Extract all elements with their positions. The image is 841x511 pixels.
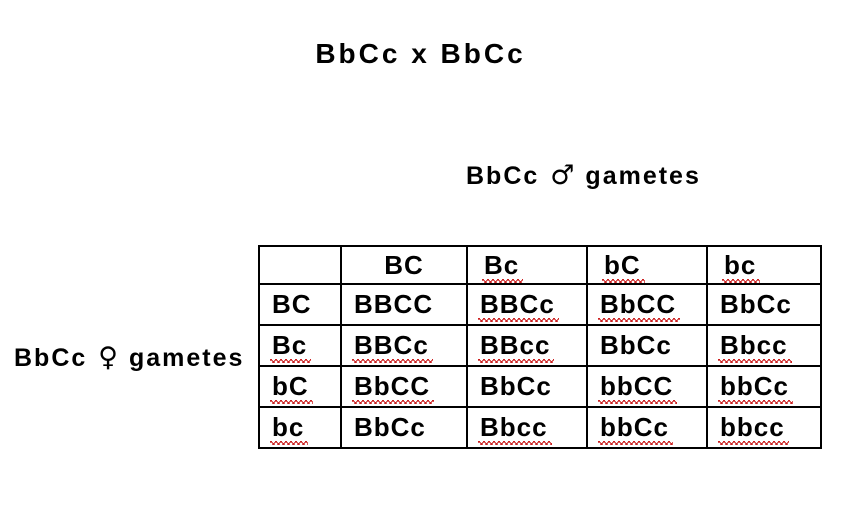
genotype-cell-text: bbcc — [718, 412, 789, 445]
gamete-row-header-text: bc — [269, 412, 309, 445]
genotype-cell: Bbcc — [466, 406, 588, 449]
genotype-cell-text: BbCc — [600, 330, 672, 360]
genotype-cell-text: bbCC — [597, 371, 678, 404]
genotype-cell: BBcc — [466, 324, 588, 367]
gamete-row-header: BC — [258, 283, 342, 326]
genotype-cell: BbCc — [586, 324, 708, 367]
punnett-row: bC BbCC BbCc bbCC bbCc — [258, 365, 822, 408]
female-symbol-icon: ♀ — [98, 342, 119, 373]
genotype-cell-text: Bbcc — [478, 412, 552, 445]
genotype-cell: bbCc — [586, 406, 708, 449]
genotype-cell: BbCC — [340, 365, 468, 408]
female-gametes-label: BbCc ♀ gametes — [14, 342, 244, 373]
female-gametes-word: gametes — [128, 344, 245, 372]
genotype-cell: BbCc — [706, 283, 822, 326]
male-symbol-icon: ♂ — [550, 160, 575, 191]
punnett-corner-cell — [258, 245, 342, 285]
male-gametes-word: gametes — [585, 162, 701, 190]
genotype-cell: BBCC — [340, 283, 468, 326]
gamete-column-header-text: BC — [384, 249, 424, 280]
genotype-cell-text: bbCc — [718, 371, 793, 404]
genotype-cell-text: BbCc — [480, 371, 552, 401]
gamete-column-header: bc — [706, 245, 822, 285]
genotype-cell: bbCc — [706, 365, 822, 408]
genotype-cell-text: BbCc — [354, 412, 426, 442]
genotype-cell: bbcc — [706, 406, 822, 449]
genotype-cell: BBCc — [466, 283, 588, 326]
gamete-column-header: Bc — [466, 245, 588, 285]
genotype-cell-text: BbCc — [720, 289, 792, 319]
gamete-column-header-text: Bc — [481, 249, 524, 283]
genotype-cell-text: BBCC — [354, 289, 434, 319]
gamete-column-header-text: bc — [721, 249, 761, 283]
gamete-row-header-text: bC — [270, 371, 313, 404]
genotype-cell-text: Bbcc — [718, 330, 792, 363]
genotype-cell: bbCC — [586, 365, 708, 408]
gamete-row-header: bC — [258, 365, 342, 408]
genotype-cell-text: BbCC — [351, 371, 435, 404]
genotype-cell: BbCC — [586, 283, 708, 326]
gamete-row-header-text: BC — [272, 289, 312, 319]
gamete-column-header: BC — [340, 245, 468, 285]
gamete-row-header: Bc — [258, 324, 342, 367]
gamete-row-header-text: Bc — [269, 330, 312, 363]
gamete-column-header: bC — [586, 245, 708, 285]
genotype-cell-text: bbCc — [598, 412, 673, 445]
genotype-cell: Bbcc — [706, 324, 822, 367]
genotype-cell-text: BBCc — [352, 330, 433, 363]
gamete-row-header: bc — [258, 406, 342, 449]
male-parent-genotype: BbCc — [466, 162, 540, 190]
punnett-row: Bc BBCc BBcc BbCc Bbcc — [258, 324, 822, 367]
genotype-cell: BBCc — [340, 324, 468, 367]
genotype-cell: BbCc — [340, 406, 468, 449]
gamete-column-header-text: bC — [602, 249, 645, 283]
punnett-row: bc BbCc Bbcc bbCc bbcc — [258, 406, 822, 449]
cross-title: BbCc x BbCc — [315, 38, 526, 69]
male-gametes-label: BbCc ♂ gametes — [466, 160, 701, 191]
female-parent-genotype: BbCc — [14, 344, 88, 372]
genotype-cell-text: BBCc — [478, 289, 559, 322]
punnett-row: BC BBCC BBCc BbCC BbCc — [258, 283, 822, 326]
punnett-header-row: BC Bc bC bc — [258, 245, 822, 285]
genotype-cell-text: BBcc — [477, 330, 555, 363]
genotype-cell: BbCc — [466, 365, 588, 408]
genotype-cell-text: BbCC — [597, 289, 681, 322]
